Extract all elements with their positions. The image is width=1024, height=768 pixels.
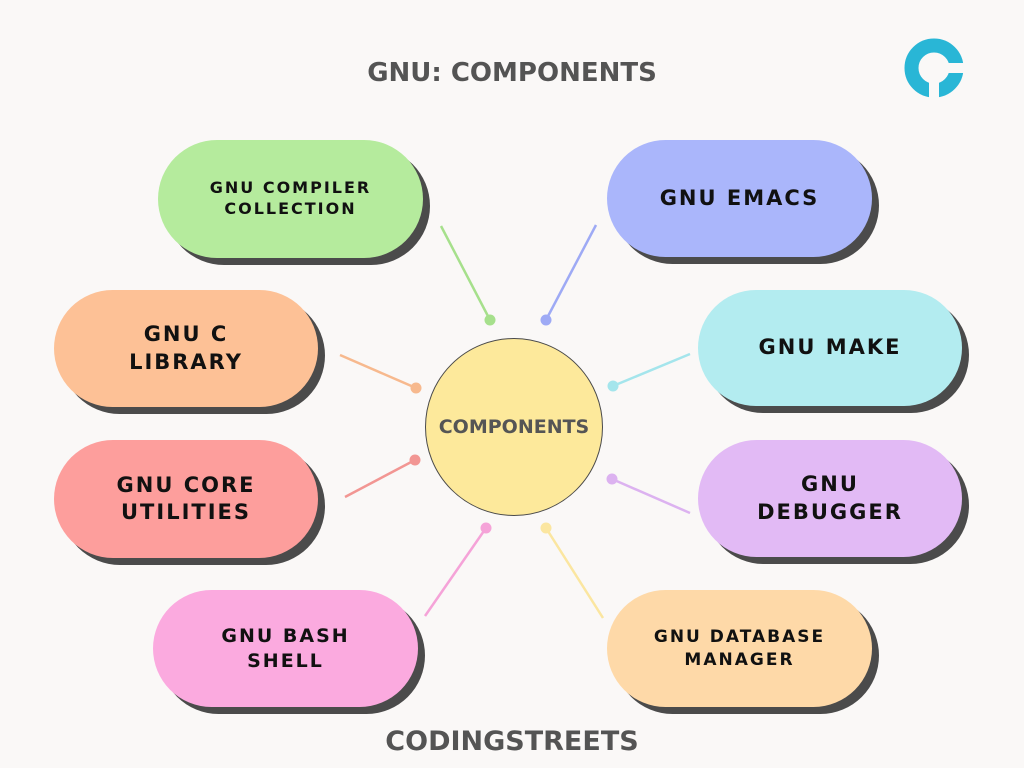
footer-brand: CODINGSTREETS: [385, 726, 639, 757]
connector-gcc: [439, 225, 496, 326]
component-emacs: GNU EMACS: [607, 140, 872, 257]
component-make-label: GNU MAKE: [758, 335, 902, 360]
connector-bash: [423, 522, 492, 617]
connector-make: [607, 352, 691, 392]
component-dbm-label: GNU DATABASE MANAGER: [653, 627, 826, 670]
connector-glibc: [339, 353, 422, 394]
component-dbm: GNU DATABASE MANAGER: [607, 590, 872, 707]
connector-coreutils: [344, 454, 421, 499]
page-title: GNU: COMPONENTS: [367, 58, 657, 88]
component-coreutils-label: GNU CORE UTILITIES: [116, 472, 256, 524]
component-make: GNU MAKE: [698, 290, 962, 406]
component-glibc-label: GNU C LIBRARY: [129, 322, 243, 374]
connector-emacs: [540, 224, 598, 326]
component-debugger: GNU DEBUGGER: [698, 440, 962, 557]
component-debugger-label: GNU DEBUGGER: [757, 472, 903, 524]
component-coreutils: GNU CORE UTILITIES: [54, 440, 318, 558]
component-gcc: GNU COMPILER COLLECTION: [158, 140, 423, 258]
component-gcc-label: GNU COMPILER COLLECTION: [209, 178, 372, 218]
codingstreets-logo-icon: [900, 36, 968, 100]
center-node: COMPONENTS: [425, 338, 603, 516]
component-bash-label: GNU BASH SHELL: [221, 624, 350, 672]
center-node-label: COMPONENTS: [438, 416, 590, 438]
component-emacs-label: GNU EMACS: [659, 185, 820, 210]
connector-dbm: [540, 522, 605, 619]
connector-debugger: [606, 473, 691, 515]
component-bash: GNU BASH SHELL: [153, 590, 418, 707]
component-glibc: GNU C LIBRARY: [54, 290, 318, 407]
